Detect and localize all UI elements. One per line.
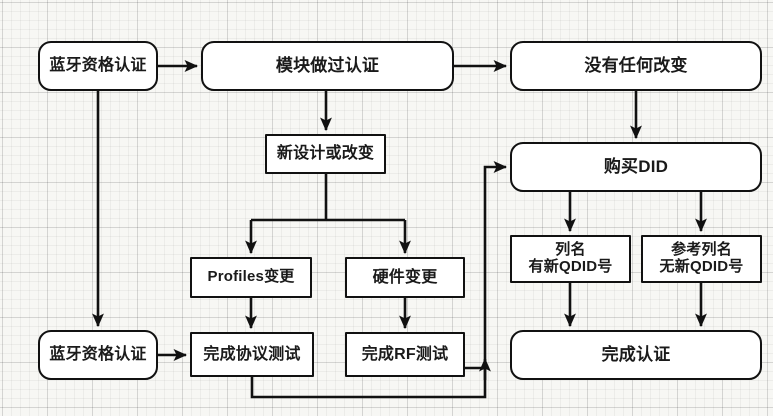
edge-buydid-riser	[483, 161, 508, 370]
node-listed-with-new-qdid[interactable]: 列名 有新QDID号	[510, 235, 631, 283]
node-profiles-change[interactable]: Profiles变更	[190, 257, 312, 298]
node-bluetooth-qualification-bottom[interactable]: 蓝牙资格认证	[38, 330, 158, 380]
node-buy-did[interactable]: 购买DID	[510, 142, 762, 192]
node-no-change[interactable]: 没有任何改变	[510, 41, 762, 91]
node-module-already-certified[interactable]: 模块做过认证	[201, 41, 454, 91]
node-new-design-or-change[interactable]: 新设计或改变	[265, 134, 386, 174]
node-certification-complete[interactable]: 完成认证	[510, 330, 762, 380]
node-rf-test-complete[interactable]: 完成RF测试	[345, 332, 465, 377]
node-reference-listing-no-new-qdid[interactable]: 参考列名 无新QDID号	[641, 235, 762, 283]
node-bluetooth-qualification-top[interactable]: 蓝牙资格认证	[38, 41, 158, 91]
node-protocol-test-complete[interactable]: 完成协议测试	[190, 332, 314, 377]
node-hardware-change[interactable]: 硬件变更	[345, 257, 465, 298]
